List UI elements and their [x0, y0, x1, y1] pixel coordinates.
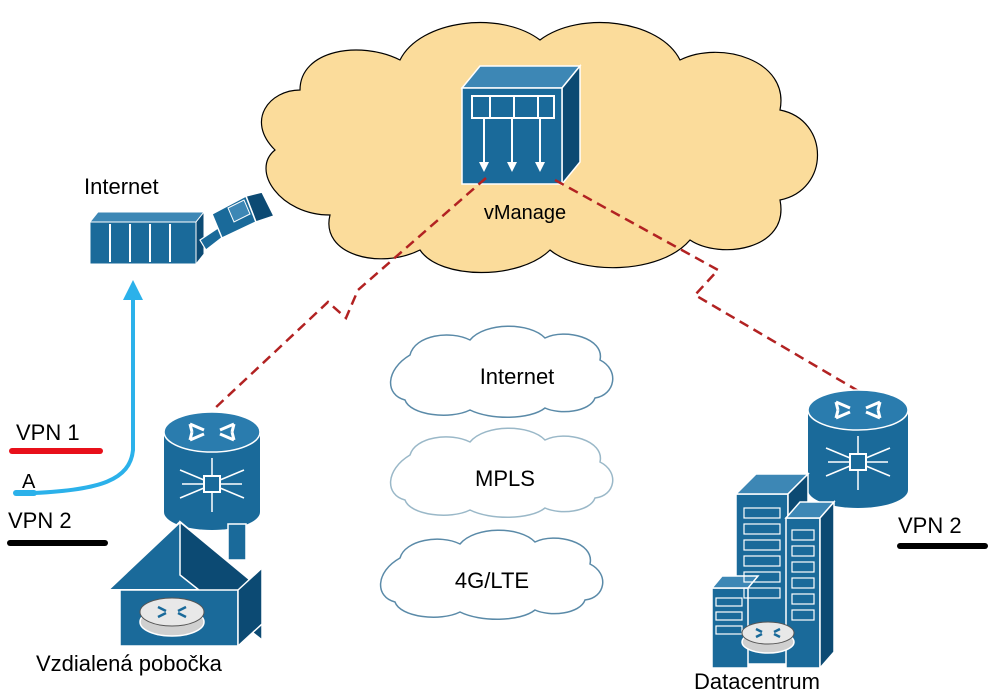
internet-service-label: Internet: [84, 174, 159, 199]
branch-house-icon: [105, 520, 265, 648]
datacenter-label: Datacentrum: [694, 669, 820, 694]
cloud-lte-label: 4G/LTE: [455, 568, 529, 593]
datacenter-building-icon: [710, 472, 836, 670]
vpn2-left-label: VPN 2: [8, 508, 72, 533]
cloud-mpls: [389, 427, 614, 518]
cloud-mpls-label: MPLS: [475, 466, 535, 491]
cloud-internet: [389, 325, 614, 418]
internet-gateway-icon: [88, 191, 276, 266]
vpn1-label: VPN 1: [16, 420, 80, 445]
datacenter-vedge-router-icon: [807, 389, 909, 508]
branch-label: Vzdialená pobočka: [36, 651, 223, 676]
cloud-lte: [379, 529, 604, 620]
branch-vedge-router-icon: [163, 411, 261, 530]
vpn-a-path-arrow: [33, 280, 143, 495]
cloud-internet-label: Internet: [480, 364, 555, 389]
vpn2-right-label: VPN 2: [898, 513, 962, 538]
vmanage-label: vManage: [484, 202, 566, 224]
vpn-a-label: A: [22, 471, 36, 493]
wan-link-branch: [212, 177, 487, 411]
vmanage-server-icon: [460, 63, 582, 187]
